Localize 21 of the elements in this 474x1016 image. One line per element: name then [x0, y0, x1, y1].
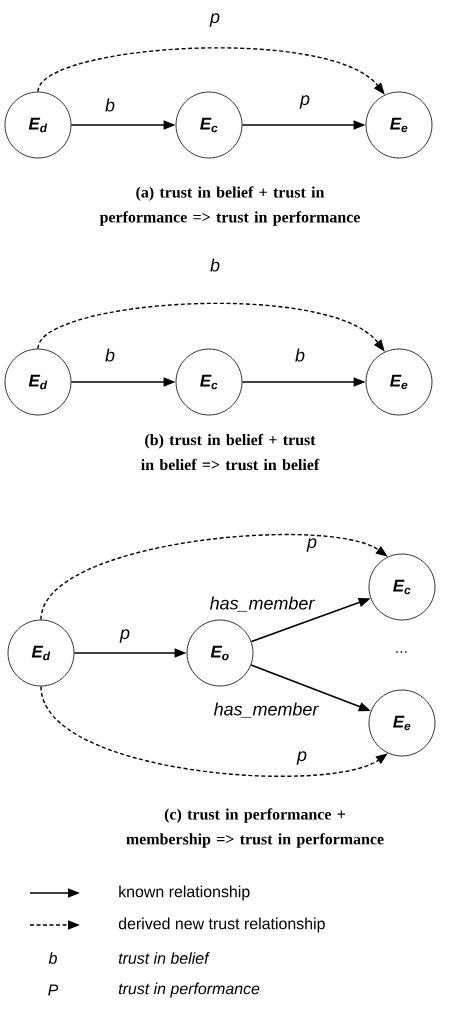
- caption: (c) trust in performance + membership => trust in performance: [126, 808, 384, 848]
- legend-symbol: b: [48, 952, 57, 964]
- edge-label: p: [119, 628, 131, 644]
- legend-symbol: P: [48, 984, 59, 996]
- legend-text: known relationship: [119, 885, 250, 901]
- edge-label: p: [296, 750, 308, 766]
- edge-label: has_member: [212, 701, 320, 719]
- legend-text: trust in belief: [118, 952, 210, 964]
- legend-text: derived new trust relationship: [118, 917, 325, 933]
- caption: (b) trust in belief + trust in belief => trust in belief: [141, 433, 320, 471]
- edge-label: b: [104, 347, 116, 363]
- edge-label: b: [294, 347, 306, 363]
- edge-label: b: [209, 257, 221, 273]
- edge-label: p: [209, 12, 221, 28]
- legend-text: trust in performance: [118, 982, 260, 998]
- edge-label: p: [299, 94, 311, 110]
- edge-label: b: [104, 97, 116, 113]
- caption: (a) trust in belief + trust in performance => trust in performance: [99, 186, 360, 226]
- edge-label: p: [306, 537, 318, 553]
- ellipsis: ...: [396, 651, 407, 653]
- edge-label: has_member: [208, 595, 316, 613]
